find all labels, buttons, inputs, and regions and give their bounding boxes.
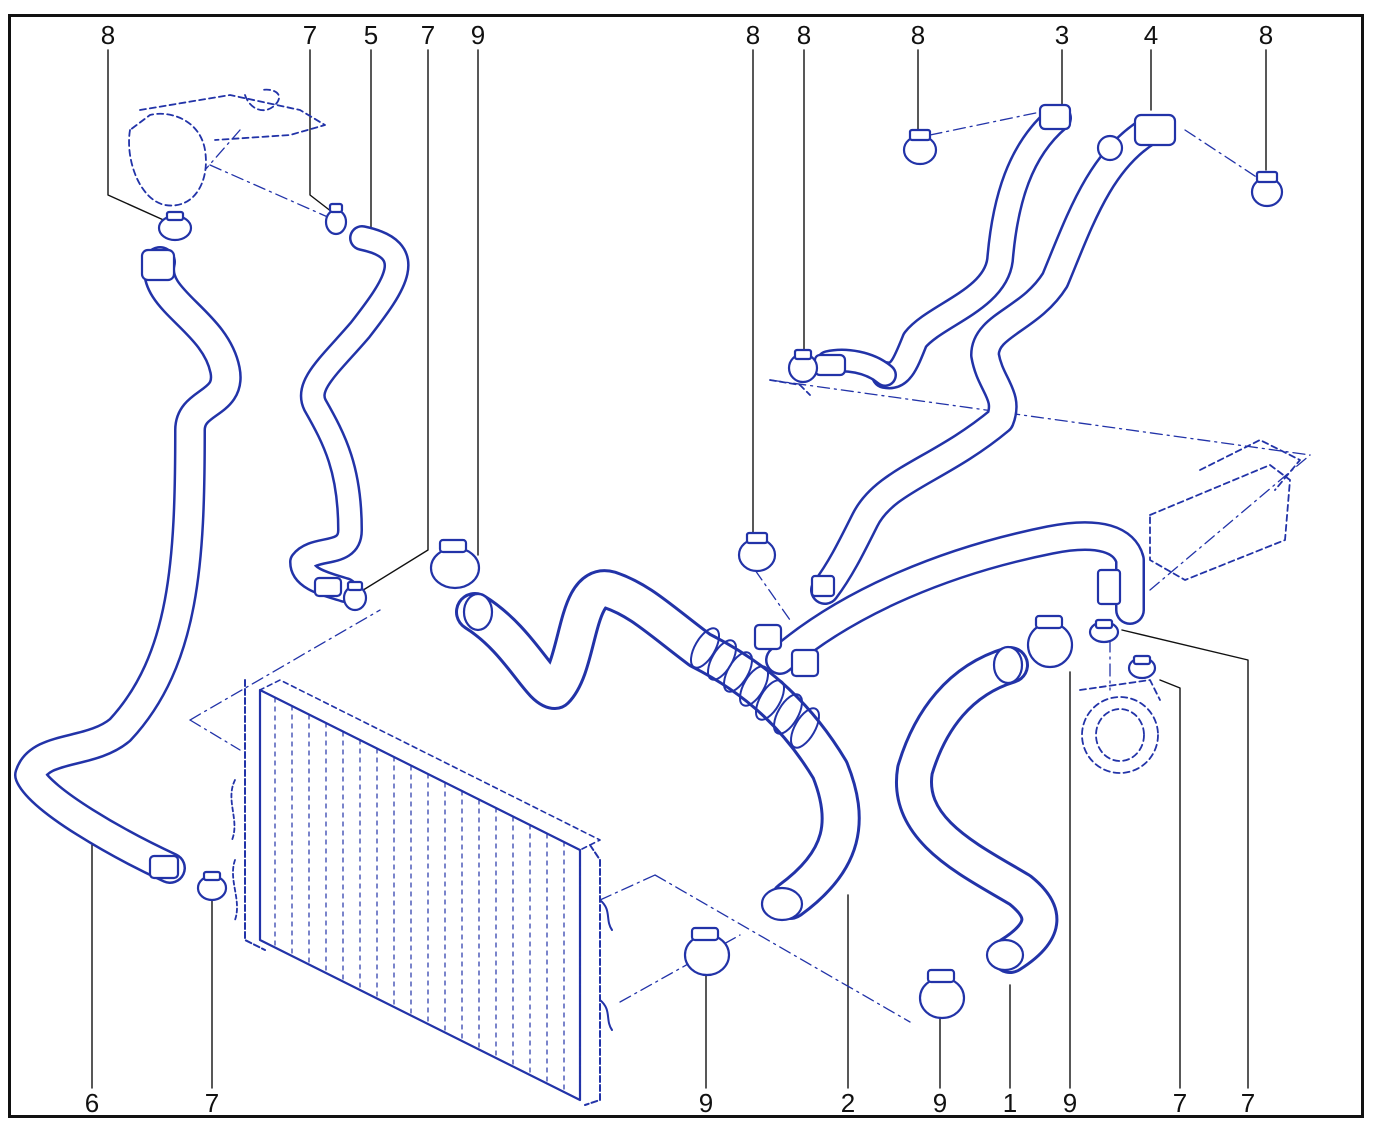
clamp-8-branch [787, 348, 819, 384]
callout-bottom-1: 1 [1002, 1088, 1018, 1118]
clamp-5 [324, 202, 348, 236]
callout-top-8-c: 8 [796, 20, 812, 50]
clamps [157, 128, 1284, 1020]
callout-bottom-9-b: 9 [932, 1088, 948, 1118]
callout-top-8-e: 8 [1258, 20, 1274, 50]
hose-openings [140, 103, 1177, 972]
clamp-9-top [429, 538, 481, 590]
callout-top-3: 3 [1054, 20, 1070, 50]
callout-top-7-b: 7 [420, 20, 436, 50]
engine-parts-dashed [128, 88, 1301, 774]
callout-bottom-7-b: 7 [1172, 1088, 1188, 1118]
callout-top-4: 4 [1143, 20, 1159, 50]
hose-2-corrugation [690, 627, 820, 749]
leader-lines [91, 49, 1267, 1089]
callout-bottom-6: 6 [84, 1088, 100, 1118]
callout-bottom-2: 2 [840, 1088, 856, 1118]
clamp-8-4 [1250, 170, 1284, 208]
clamp-7-bottom-left [196, 870, 228, 902]
callout-top-5: 5 [363, 20, 379, 50]
clamp-9-bottom-left [683, 926, 731, 977]
hose-1 [895, 646, 1059, 974]
callout-bottom-9-c: 9 [1062, 1088, 1078, 1118]
clamp-9-bottom-right [918, 968, 966, 1020]
clamp-top-left [157, 210, 193, 242]
callout-top-9: 9 [470, 20, 486, 50]
clamp-7-right-lower [1127, 654, 1157, 680]
clamp-5-lower [342, 580, 368, 612]
clamp-7-right-upper [1088, 618, 1120, 644]
hose-6 [14, 246, 242, 884]
hose-2 [455, 569, 861, 920]
callout-bottom-7-a: 7 [204, 1088, 220, 1118]
hose-4 [810, 115, 1165, 605]
callout-top-8-a: 8 [100, 20, 116, 50]
callout-top-7-a: 7 [302, 20, 318, 50]
callout-bottom-9-a: 9 [698, 1088, 714, 1118]
callout-bottom-7-c: 7 [1240, 1088, 1256, 1118]
hoses [14, 104, 1165, 974]
hose-5 [289, 225, 410, 603]
clamp-8-mid [737, 531, 777, 573]
callout-top-8-b: 8 [745, 20, 761, 50]
callout-top-8-d: 8 [910, 20, 926, 50]
hose-3 [871, 104, 1072, 390]
clamp-8-3 [902, 128, 938, 166]
clamp-9-right [1026, 614, 1074, 669]
radiator [230, 679, 613, 1106]
hose-branch [765, 521, 1145, 675]
